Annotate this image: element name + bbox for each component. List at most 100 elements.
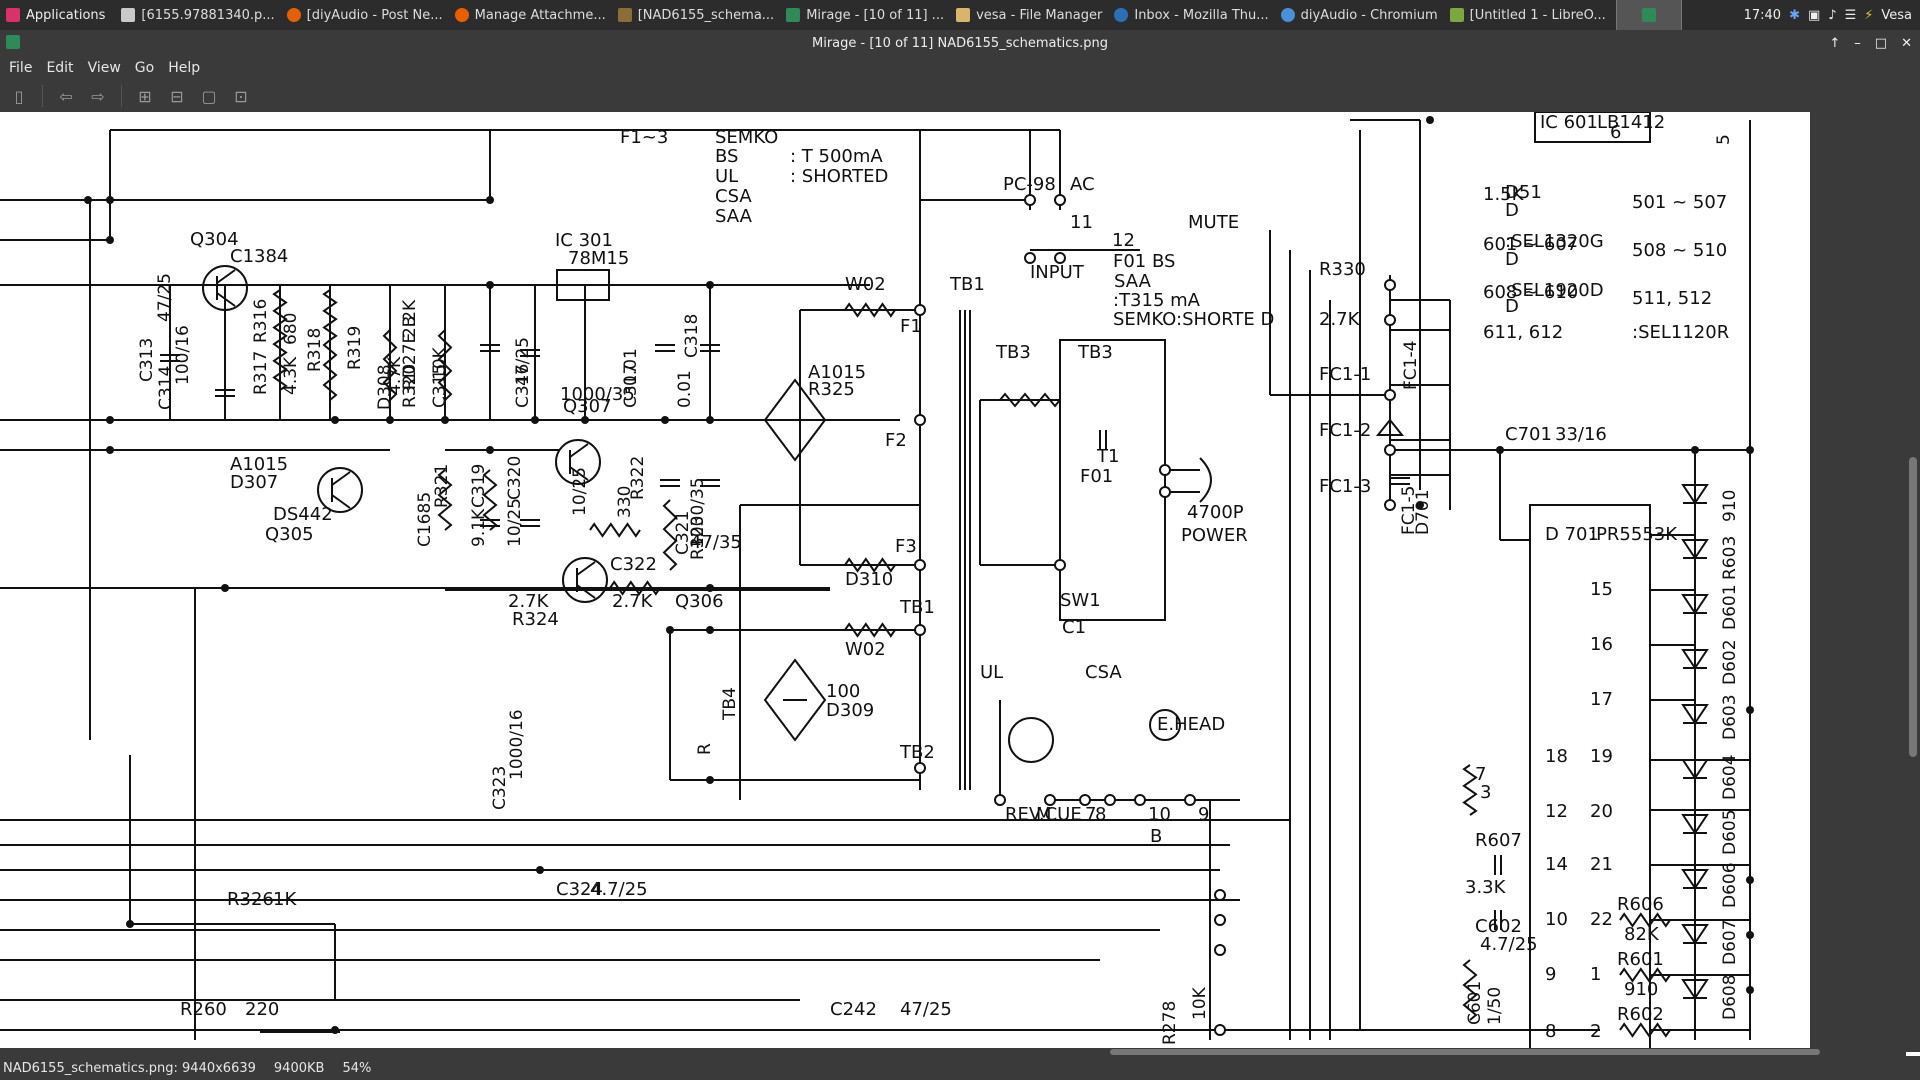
schematic-label: TB1 [899, 597, 935, 618]
taskbar-task-label: vesa - File Manager [976, 7, 1103, 23]
schematic-label: 47/25 [155, 273, 175, 322]
schematic-label: D309 [826, 700, 874, 721]
window-titlebar: Mirage - [10 of 11] NAD6155_schematics.p… [0, 30, 1920, 56]
taskbar-task-thunderbird[interactable]: Inbox - Mozilla Thu... [1108, 0, 1274, 30]
document-icon [121, 8, 136, 22]
folder-icon [956, 8, 971, 22]
schematic-label: M [1036, 804, 1052, 825]
schematic-label: 100/16 [173, 325, 193, 385]
schematic-label: Q305 [265, 524, 314, 545]
menu-help[interactable]: Help [168, 60, 201, 76]
chat-icon[interactable]: ▣ [1807, 7, 1821, 23]
user-icon[interactable]: ⚡ [1864, 7, 1874, 23]
scrollbar-thumb[interactable] [1110, 1049, 1820, 1055]
schematic-label: SEMKO [715, 127, 778, 148]
minimize-icon[interactable]: – [1854, 35, 1861, 51]
schematic-label: W02 [845, 274, 886, 295]
schematic-label: A1015 [808, 362, 866, 383]
menu-go[interactable]: Go [134, 60, 155, 76]
taskbar-task-schematic-archive[interactable]: [NAD6155_schema... [612, 0, 780, 30]
schematic-label: Q304 [190, 229, 239, 250]
taskbar-task-diyaudio-post[interactable]: [diyAudio - Post Ne... [281, 0, 449, 30]
schematic-label: D51 [1505, 182, 1542, 203]
forward-icon[interactable]: ⇨ [91, 86, 105, 106]
taskbar-task-libreoffice[interactable]: [Untitled 1 - LibreO... [1444, 0, 1612, 30]
firefox-icon [454, 8, 469, 22]
schematic-label: 511, 512 [1632, 288, 1712, 309]
schematic-label: :SEL1120R [1632, 322, 1729, 343]
zoom-fit-icon[interactable]: ⊡ [234, 86, 248, 106]
new-icon[interactable]: ▯ [14, 86, 24, 106]
vertical-scrollbar[interactable] [1906, 112, 1920, 1048]
schematic-label: 14 [1545, 854, 1568, 875]
schematic-label: R602 [1617, 1004, 1664, 1025]
schematic-label: C317 [621, 364, 641, 408]
maximize-icon[interactable]: □ [1874, 35, 1888, 51]
close-icon[interactable]: ✕ [1901, 35, 1912, 51]
taskbar-task-mirage[interactable]: Mirage - [10 of 11] ... [780, 0, 950, 30]
applications-menu[interactable]: Applications [0, 0, 115, 30]
schematic-label: R322 [628, 456, 648, 500]
keep-above-icon[interactable]: ↑ [1829, 35, 1841, 51]
schematic-label: 10/25 [505, 498, 525, 547]
back-icon[interactable]: ⇦ [59, 86, 73, 106]
schematic-label: 6 [1610, 122, 1621, 143]
taskbar-task-file-manager[interactable]: vesa - File Manager [950, 0, 1108, 30]
schematic-label: 910 [1720, 490, 1740, 522]
schematic-label: C318 [682, 314, 702, 358]
schematic-label: R319 [345, 326, 365, 370]
zoom-1-icon[interactable]: ▢ [201, 86, 217, 106]
user-name[interactable]: Vesa [1881, 7, 1912, 23]
menu-file[interactable]: File [9, 60, 33, 76]
schematic-label: FC1-1 [1319, 364, 1371, 385]
schematic-label: D308 [375, 364, 395, 410]
taskbar-task-manage-attachments[interactable]: Manage Attachme... [449, 0, 612, 30]
schematic-label: R318 [305, 328, 325, 372]
schematic-label: F1 [900, 316, 922, 337]
workspace-switcher[interactable] [1615, 0, 1682, 31]
menu-edit[interactable]: Edit [46, 60, 74, 76]
schematic-label: R278 [1160, 1001, 1180, 1045]
schematic-label: B [1150, 826, 1162, 847]
bluetooth-icon[interactable]: ✱ [1789, 7, 1800, 23]
chromium-icon [1280, 8, 1295, 22]
taskbar-task-pdf[interactable]: [6155.97881340.p... [115, 0, 280, 30]
schematic-label: :SEL1920D [1505, 280, 1604, 301]
schematic-label: 0.01 [675, 370, 695, 408]
schematic-label: 8 [1545, 1021, 1556, 1042]
schematic-label: R316 [251, 299, 271, 343]
schematic-label: :SEL1320G [1505, 231, 1604, 252]
menu-view[interactable]: View [87, 60, 121, 76]
schematic-label: PC-98 [1003, 174, 1056, 195]
taskbar-task-chromium[interactable]: diyAudio - Chromium [1275, 0, 1444, 30]
schematic-label: 18 [1545, 746, 1568, 767]
zoom-in-icon[interactable]: ⊞ [138, 86, 152, 106]
schematic-label: D606 [1720, 862, 1740, 908]
schematic-label: F01 BS [1113, 251, 1175, 272]
schematic-label: 9 [1198, 804, 1209, 825]
taskbar-task-label: diyAudio - Chromium [1300, 7, 1438, 23]
schematic-label: SAA [1114, 271, 1152, 292]
mirage-icon [1641, 8, 1656, 22]
schematic-label: D604 [1720, 754, 1740, 800]
scrollbar-thumb[interactable] [1909, 457, 1917, 757]
schematic-label: TB3 [995, 342, 1031, 363]
network-icon[interactable]: ☰ [1844, 7, 1857, 23]
schematic-label: FC1-2 [1319, 420, 1371, 441]
schematic-label: D605 [1720, 809, 1740, 855]
schematic-label: E.HEAD [1157, 714, 1225, 735]
archive-icon [617, 8, 632, 22]
zoom-out-icon[interactable]: ⊟ [170, 86, 184, 106]
schematic-label: D601 [1720, 584, 1740, 630]
schematic-label: :T315 mA [1113, 290, 1201, 311]
volume-icon[interactable]: ♪ [1828, 7, 1837, 23]
schematic-label: 7 [1475, 764, 1486, 785]
horizontal-scrollbar[interactable] [0, 1048, 1906, 1056]
taskbar-task-label: [Untitled 1 - LibreO... [1469, 7, 1606, 23]
schematic-label: C1384 [230, 246, 288, 267]
taskbar-task-label: [NAD6155_schema... [637, 7, 775, 23]
schematic-label: 10 [1148, 804, 1171, 825]
schematic-label: 508 ~ 510 [1632, 240, 1727, 261]
schematic-label: D307 [230, 472, 278, 493]
